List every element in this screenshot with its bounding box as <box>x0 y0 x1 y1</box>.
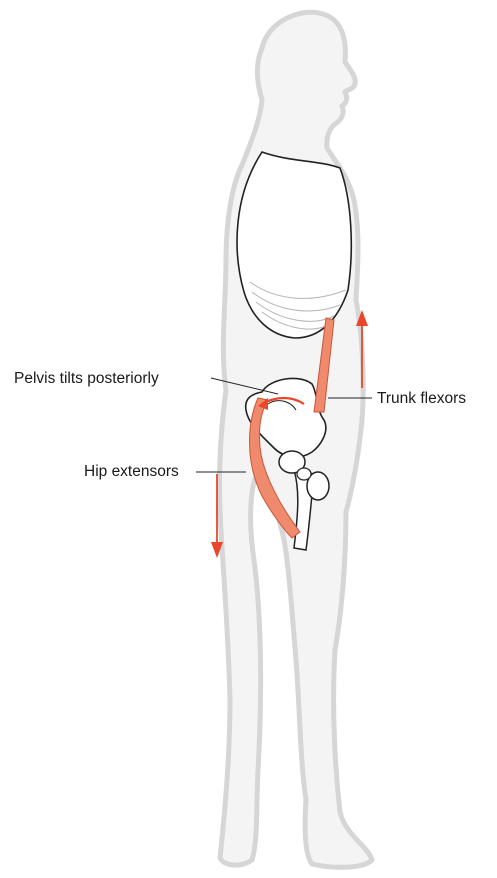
trunk-flexors-label: Trunk flexors <box>377 390 466 408</box>
hip-extensors-label: Hip extensors <box>84 463 179 481</box>
pelvis-tilt-label: Pelvis tilts posteriorly <box>14 370 159 388</box>
rib-cage <box>237 152 351 338</box>
femoral-neck <box>297 468 311 480</box>
